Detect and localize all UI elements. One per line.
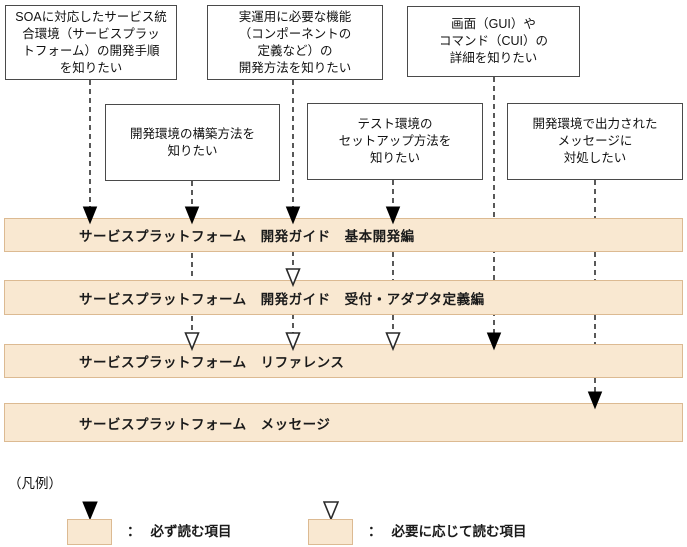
manual-bar-message: サービスプラットフォーム メッセージ xyxy=(4,403,683,442)
goal-box-gui-cui-details: 画面（GUI）や コマンド（CUI）の 詳細を知りたい xyxy=(407,6,580,77)
legend-title: （凡例） xyxy=(8,476,62,491)
legend-label-text: 必要に応じて読む項目 xyxy=(391,524,527,539)
manual-bar-reference: サービスプラットフォーム リファレンス xyxy=(4,344,683,378)
must-read-arrow-icon xyxy=(82,501,98,520)
legend-label: ： 必ず読む項目 xyxy=(127,520,232,540)
legend-swatch xyxy=(308,519,353,545)
goal-box-component-dev: 実運用に必要な機能 （コンポーネントの 定義など）の 開発方法を知りたい xyxy=(207,5,383,80)
legend-separator: ： xyxy=(127,524,141,539)
manual-bar-dev-guide-adapter: サービスプラットフォーム 開発ガイド 受付・アダプタ定義編 xyxy=(4,280,683,315)
legend-separator: ： xyxy=(368,524,382,539)
manual-bar-dev-guide-basic: サービスプラットフォーム 開発ガイド 基本開発編 xyxy=(4,218,683,252)
legend-label: ： 必要に応じて読む項目 xyxy=(368,520,527,540)
legend-swatch xyxy=(67,519,112,545)
goal-box-test-env-setup: テスト環境の セットアップ方法を 知りたい xyxy=(307,103,483,180)
goal-box-soa-dev-steps: SOAに対応したサービス統 合環境（サービスプラッ トフォーム）の開発手順 を知… xyxy=(5,5,177,80)
goal-box-build-dev-env: 開発環境の構築方法を 知りたい xyxy=(105,104,280,181)
legend-label-text: 必ず読む項目 xyxy=(150,524,232,539)
optional-read-arrow-icon xyxy=(323,501,339,520)
goal-box-handle-messages: 開発環境で出力された メッセージに 対処したい xyxy=(507,103,683,180)
